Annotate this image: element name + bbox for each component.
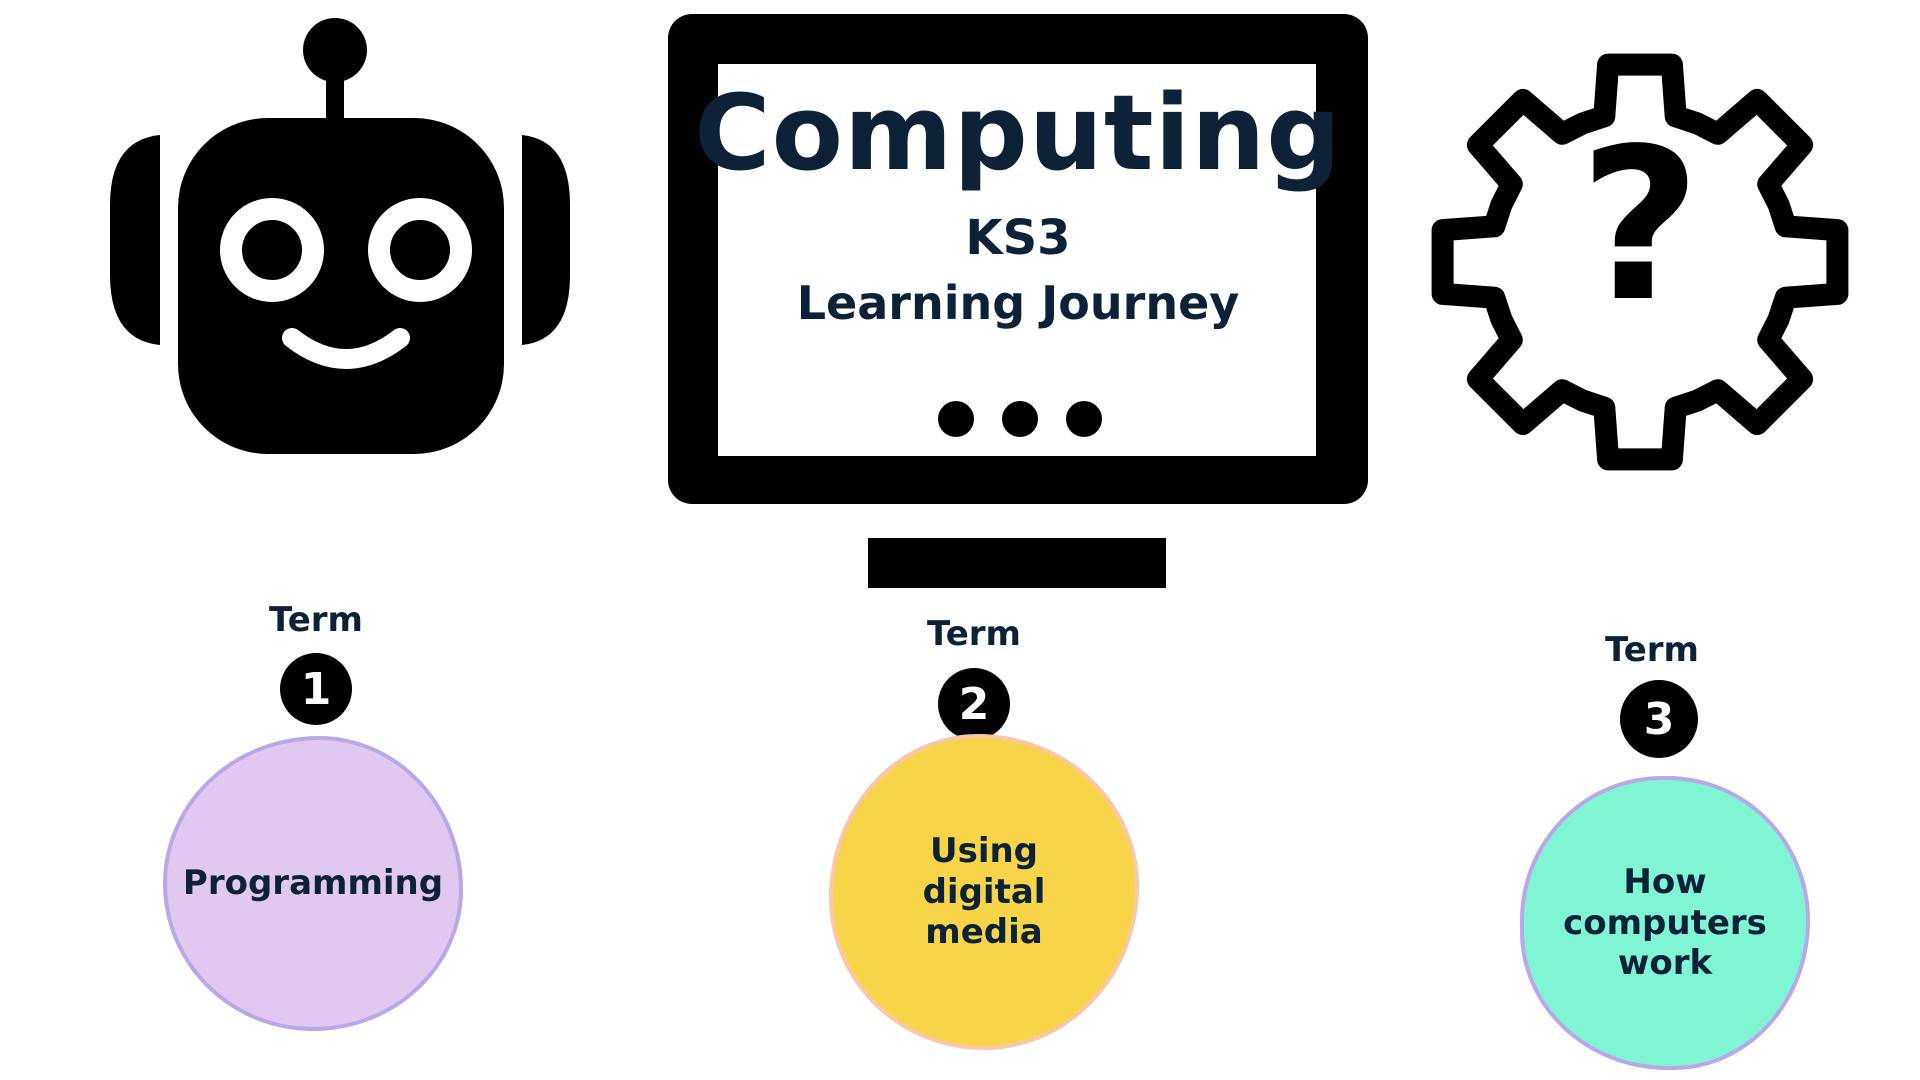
term-topic-label: How computers work xyxy=(1563,861,1767,984)
monitor-icon: Computing KS3 Learning Journey xyxy=(668,14,1368,594)
term-topic-label: Using digital media xyxy=(922,830,1046,953)
term-number-badge: 2 xyxy=(938,668,1010,740)
term-topic-how-computers-work: How computers work xyxy=(1520,776,1810,1070)
term-topic-programming: Programming xyxy=(163,736,463,1031)
term-number-badge: 3 xyxy=(1620,680,1698,758)
dot-icon xyxy=(938,401,974,437)
term-label: Term xyxy=(269,600,363,640)
page-heading: Learning Journey xyxy=(796,276,1240,330)
term-number-badge: 1 xyxy=(280,653,352,725)
term-label: Term xyxy=(927,614,1021,654)
page-title: Computing xyxy=(694,72,1342,194)
page-subtitle: KS3 xyxy=(965,210,1071,266)
robot-icon xyxy=(110,18,570,454)
term-label: Term xyxy=(1605,630,1699,670)
gear-question-icon: ? xyxy=(1431,53,1849,471)
term-topic-digital-media: Using digital media xyxy=(829,734,1139,1050)
question-mark-icon: ? xyxy=(1579,103,1701,348)
term-topic-label: Programming xyxy=(182,863,444,904)
dot-icon xyxy=(1066,401,1102,437)
dot-icon xyxy=(1002,401,1038,437)
